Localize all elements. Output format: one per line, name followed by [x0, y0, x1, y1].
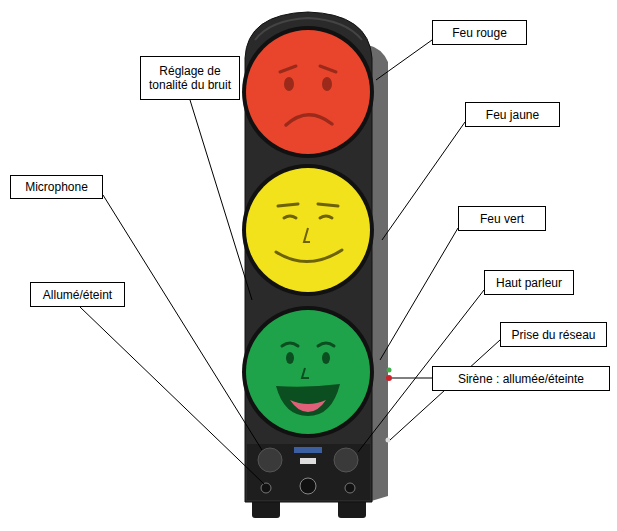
callout-box: Feu vert — [458, 206, 546, 231]
tone-dial — [300, 478, 316, 494]
lamp-rim — [242, 306, 374, 438]
leader-line — [392, 378, 432, 379]
callout-box: Allumé/éteint — [30, 282, 125, 307]
leader-line — [382, 122, 465, 240]
device-body — [245, 12, 372, 502]
callout-box: Prise du réseau — [500, 322, 607, 347]
callout-box: Microphone — [10, 175, 103, 199]
face-brows — [280, 66, 336, 72]
callout-label: Feu rouge — [452, 26, 507, 40]
face-eye — [322, 352, 330, 364]
callout-box: Réglage de tonalité du bruit — [140, 56, 240, 100]
face-eye — [286, 352, 294, 364]
siren-button — [345, 483, 355, 493]
face-eye — [322, 77, 332, 91]
power-button — [261, 483, 271, 493]
leader-line — [80, 307, 264, 484]
speaker-grille — [334, 448, 358, 472]
callout-label: Réglage de tonalité du bruit — [144, 64, 236, 92]
face-open-mouth — [276, 384, 340, 416]
callout-label: Microphone — [25, 180, 88, 194]
yellow-lamp — [246, 168, 370, 292]
callout-label: Allumé/éteint — [43, 288, 112, 302]
callout-label: Feu jaune — [486, 108, 539, 122]
callout-box: Feu rouge — [432, 20, 527, 45]
lamp-rim — [242, 26, 374, 158]
callout-label: Sirène : allumée/éteinte — [458, 372, 584, 386]
callout-label: Prise du réseau — [511, 328, 595, 342]
leader-line — [190, 100, 252, 300]
red-lamp — [246, 30, 370, 154]
face-smile — [276, 250, 342, 262]
mains-socket — [386, 438, 391, 443]
brand-plate — [294, 447, 322, 453]
face-eyes — [284, 216, 332, 218]
face-eye — [284, 77, 294, 91]
microphone-grille — [258, 448, 282, 472]
callout-box: Sirène : allumée/éteinte — [432, 366, 610, 391]
model-plate — [300, 458, 316, 464]
callout-box: Haut parleur — [484, 270, 574, 295]
green-lamp — [246, 310, 370, 434]
callout-label: Haut parleur — [496, 276, 562, 290]
face-nose — [302, 368, 309, 378]
callout-label: Feu vert — [480, 212, 524, 226]
face-brows — [278, 204, 338, 206]
leader-line — [380, 228, 458, 360]
leader-line — [103, 195, 262, 450]
callout-box: Feu jaune — [465, 102, 560, 127]
leader-line — [376, 40, 432, 80]
face-brows — [282, 343, 334, 346]
lamp-rim — [242, 164, 374, 296]
control-panel — [247, 444, 370, 500]
face-tongue — [290, 400, 326, 412]
siren-switch — [386, 375, 392, 381]
siren-led — [387, 368, 392, 373]
face-frown — [286, 115, 332, 125]
face-nose — [304, 228, 310, 242]
